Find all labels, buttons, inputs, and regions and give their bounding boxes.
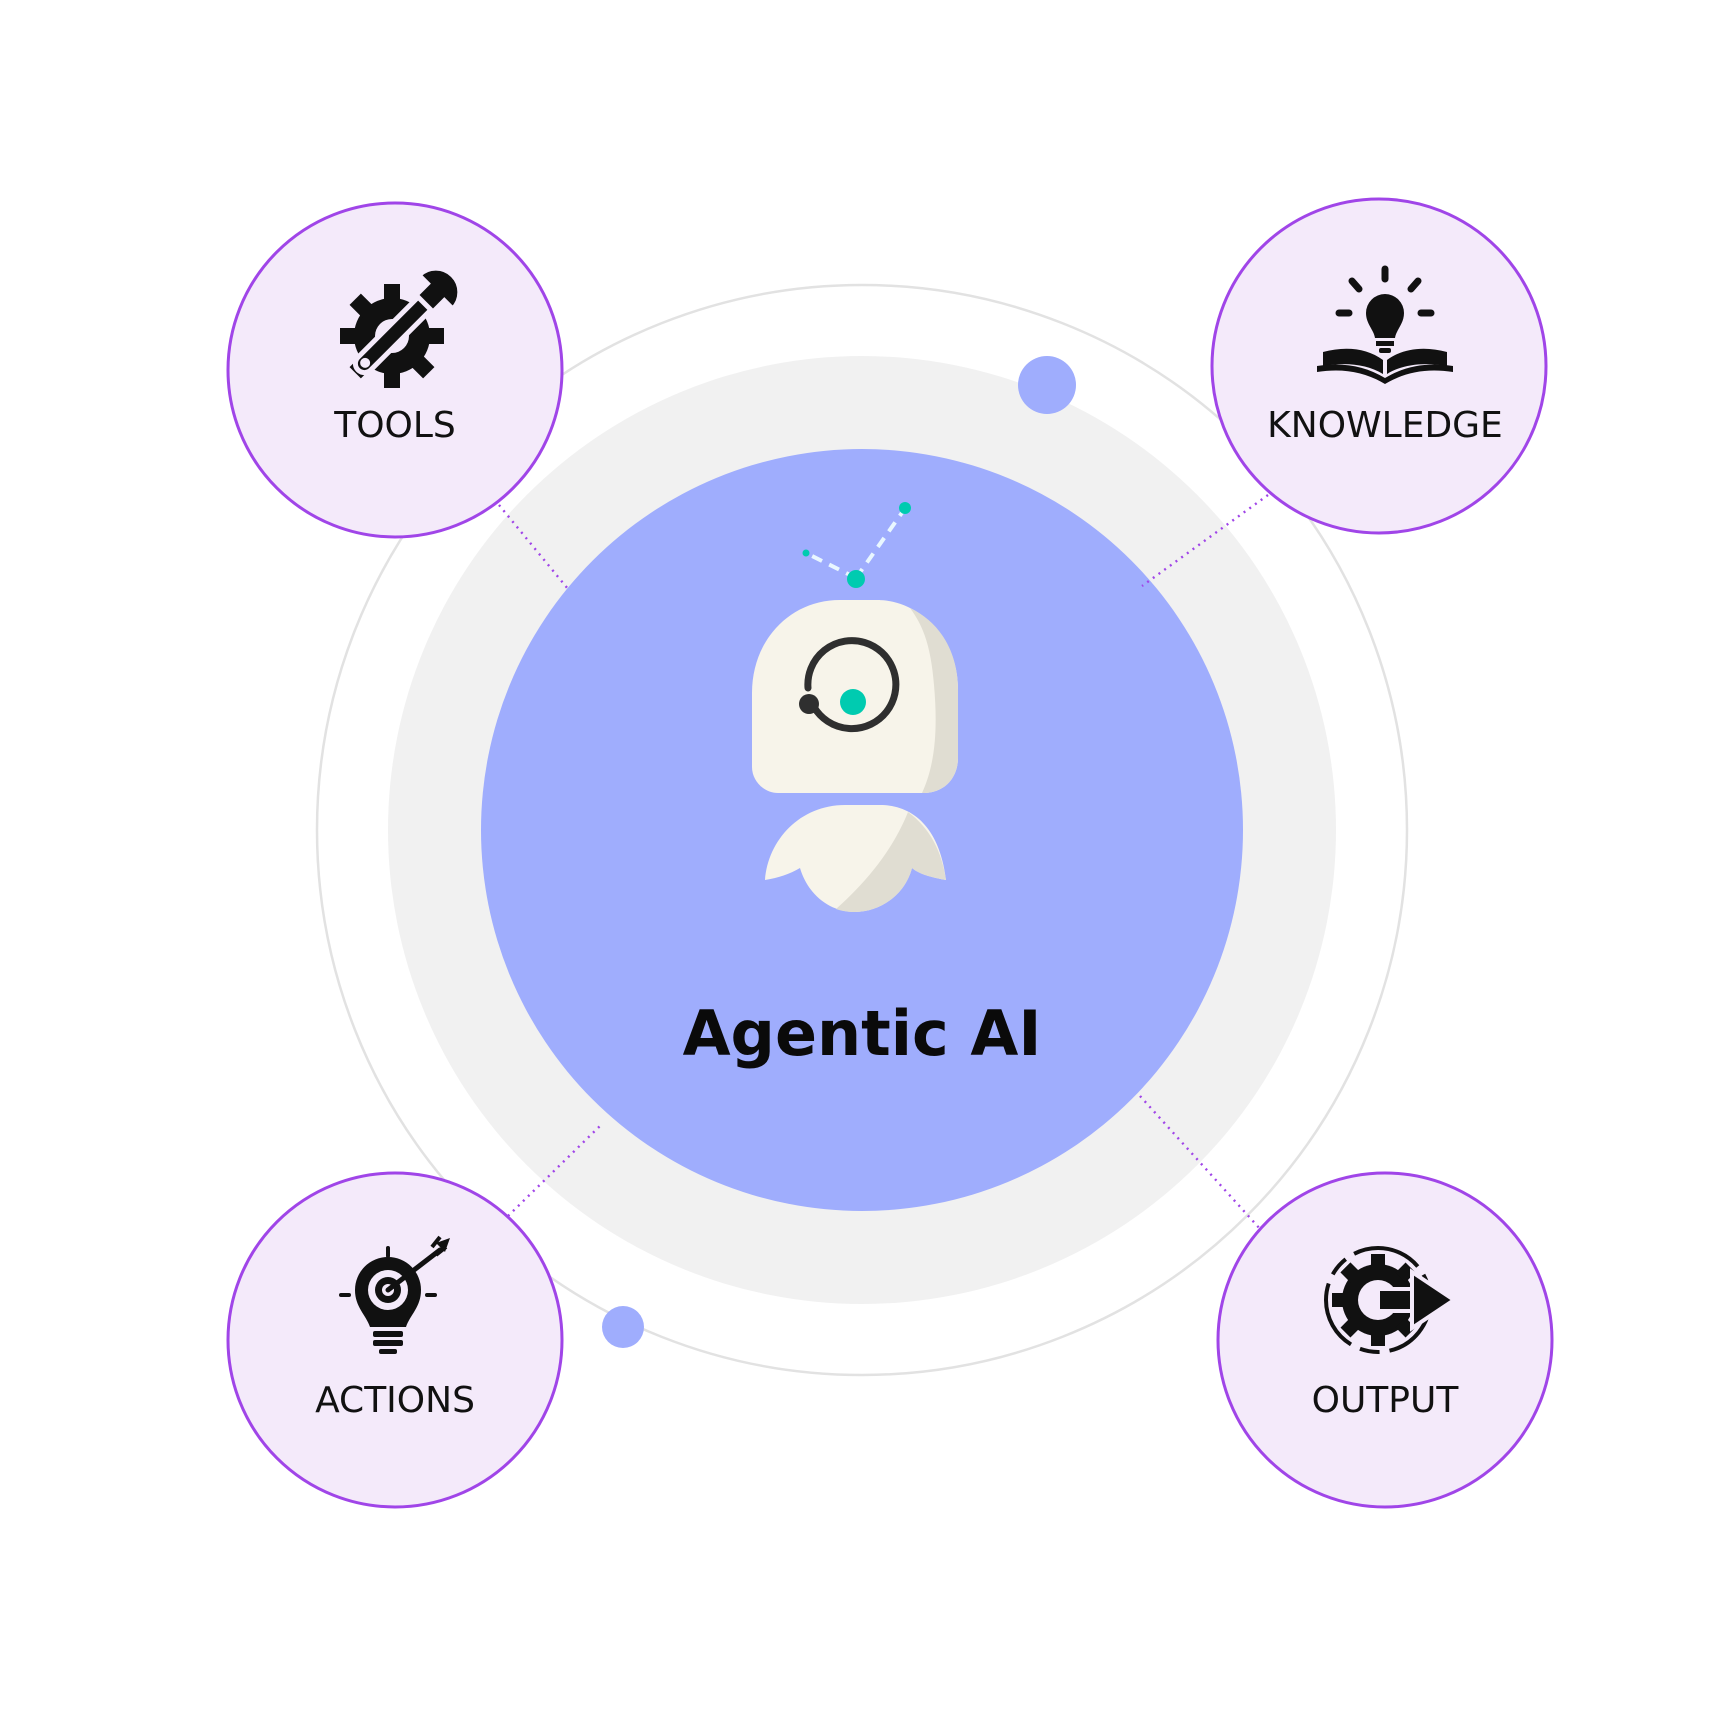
- node-tools[interactable]: TOOLS: [226, 201, 564, 539]
- robot-head-left: [752, 600, 880, 793]
- connector-knowledge: [1141, 494, 1269, 587]
- node-actions[interactable]: ACTIONS: [226, 1171, 564, 1509]
- robot-icon: [752, 502, 958, 912]
- outer-orbit-ring: [315, 283, 1409, 1377]
- node-output-label: OUTPUT: [1312, 1380, 1460, 1421]
- node-tools-label: TOOLS: [333, 405, 456, 446]
- connector-actions: [507, 1123, 603, 1217]
- center-title: Agentic AI: [683, 997, 1042, 1070]
- robot-body-shadow: [836, 812, 946, 912]
- target-lightbulb-icon: [339, 1235, 450, 1354]
- robot-head-shadow: [910, 608, 958, 793]
- antenna-icon: [802, 502, 911, 588]
- orbit-dot-bottom: [602, 1306, 644, 1348]
- wrench-gear-icon: [340, 265, 463, 388]
- gear-arrow-icon: [1324, 1246, 1458, 1354]
- node-output[interactable]: OUTPUT: [1216, 1171, 1554, 1509]
- node-knowledge[interactable]: KNOWLEDGE: [1210, 197, 1548, 535]
- node-knowledge-label: KNOWLEDGE: [1267, 405, 1503, 446]
- lightbulb-book-icon: [1317, 265, 1453, 384]
- orbit-dot-top: [1018, 356, 1076, 414]
- robot-eye: [840, 689, 866, 715]
- node-actions-label: ACTIONS: [315, 1380, 475, 1421]
